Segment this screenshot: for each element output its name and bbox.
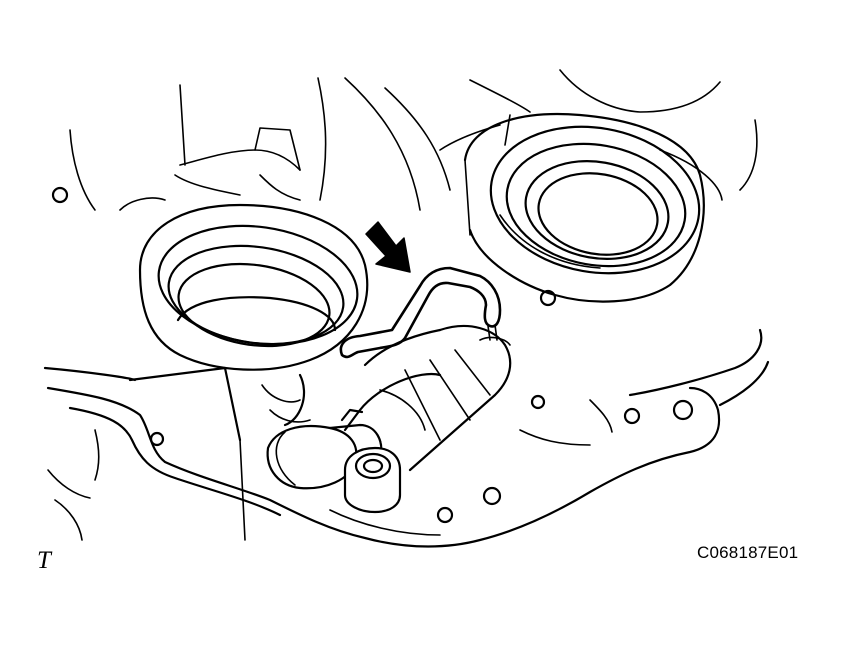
bolt-holes [51, 186, 694, 524]
bolt-hole [482, 486, 502, 506]
left-bore [138, 203, 369, 371]
reference-code: C068187E01 [697, 543, 799, 562]
corner-mark: T [37, 547, 51, 574]
bolt-hole [672, 399, 694, 421]
bolt-hole [436, 506, 454, 524]
bolt-hole [539, 289, 557, 307]
valve-body [261, 325, 512, 514]
arrow-icon [365, 221, 411, 273]
bolt-hole [623, 407, 641, 425]
right-bore [463, 113, 705, 303]
case-background-outline [69, 69, 758, 211]
bolt-hole [530, 394, 546, 410]
case-flange [43, 328, 770, 548]
bolt-hole [51, 186, 69, 204]
oil-pipe [339, 266, 511, 359]
